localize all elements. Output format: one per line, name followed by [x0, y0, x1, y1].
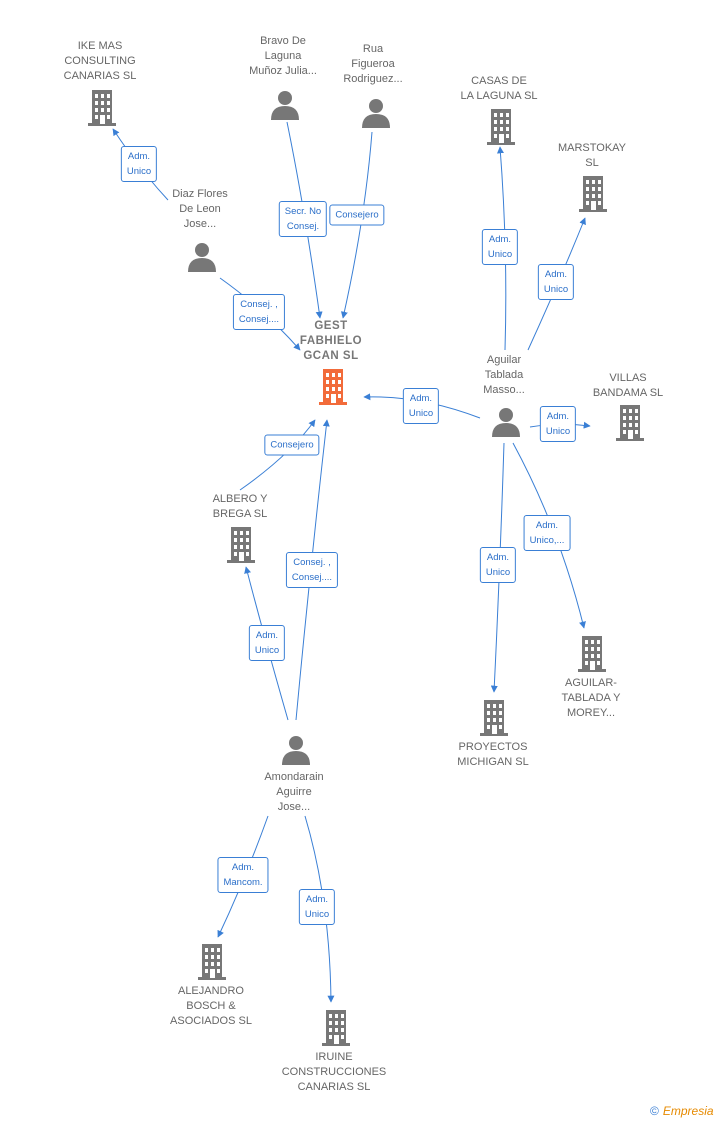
- building-icon: [225, 527, 257, 568]
- company-label-ike[interactable]: IKE MAS CONSULTING CANARIAS SL: [63, 40, 137, 82]
- building-icon: [196, 944, 228, 985]
- company-label-marstokay[interactable]: MARSTOKAY SL: [557, 142, 627, 169]
- copyright-symbol: ©: [650, 1104, 659, 1118]
- company-label-albero[interactable]: ALBERO Y BREGA SL: [212, 493, 268, 520]
- edge-label-aguilar-proyectos: Adm. Unico: [479, 547, 517, 583]
- center-company-label[interactable]: GEST FABHIELO GCAN SL: [299, 320, 363, 362]
- edge-label-aguilar-villas: Adm. Unico: [539, 406, 577, 442]
- person-icon: [187, 242, 217, 277]
- edge-label-albero-center: Consejero: [264, 434, 320, 456]
- building-icon: [576, 636, 608, 677]
- person-label-amondarain[interactable]: Amondarain Aguirre Jose...: [264, 771, 324, 813]
- company-label-casas[interactable]: CASAS DE LA LAGUNA SL: [460, 75, 538, 102]
- company-label-iruine[interactable]: IRUINE CONSTRUCCIONES CANARIAS SL: [281, 1051, 387, 1093]
- company-label-alejandro[interactable]: ALEJANDRO BOSCH & ASOCIADOS SL: [170, 985, 252, 1027]
- building-icon: [86, 90, 118, 131]
- edge-label-aguilar-casas: Adm. Unico: [481, 229, 519, 265]
- center-building-icon[interactable]: [317, 369, 349, 410]
- person-icon: [281, 735, 311, 770]
- edge-label-amon-alejandro: Adm. Mancom.: [217, 857, 269, 893]
- edge-label-amon-center: Consej. , Consej....: [285, 552, 339, 588]
- person-label-aguilar[interactable]: Aguilar Tablada Masso...: [483, 354, 525, 396]
- building-icon: [320, 1010, 352, 1051]
- edge-label-diaz-ike: Adm. Unico: [120, 146, 158, 182]
- edge-label-diaz-center: Consej. , Consej....: [232, 294, 286, 330]
- person-icon: [270, 90, 300, 125]
- building-icon: [614, 405, 646, 446]
- brand-name: Empresia: [662, 1104, 714, 1118]
- edge-label-amon-iruine: Adm. Unico: [298, 889, 336, 925]
- person-label-bravo[interactable]: Bravo De Laguna Muñoz Julia...: [249, 35, 317, 77]
- company-label-aguilar-tablada[interactable]: AGUILAR- TABLADA Y MOREY...: [561, 677, 621, 719]
- edge-label-aguilar-aguilartablada: Adm. Unico,...: [523, 515, 571, 551]
- building-icon: [478, 700, 510, 741]
- person-icon: [491, 407, 521, 442]
- edge-label-bravo-center: Secr. No Consej.: [278, 201, 328, 237]
- person-label-rua[interactable]: Rua Figueroa Rodriguez...: [343, 43, 403, 85]
- edge-label-aguilar-marstokay: Adm. Unico: [537, 264, 575, 300]
- building-icon: [485, 109, 517, 150]
- building-icon: [577, 176, 609, 217]
- person-icon: [361, 98, 391, 133]
- edge-label-aguilar-center: Adm. Unico: [402, 388, 440, 424]
- company-label-proyectos[interactable]: PROYECTOS MICHIGAN SL: [457, 741, 529, 768]
- edge-label-rua-center: Consejero: [329, 204, 385, 226]
- brand-logo: ©Empresia: [650, 1104, 714, 1118]
- person-label-diaz[interactable]: Diaz Flores De Leon Jose...: [172, 188, 228, 230]
- company-label-villas[interactable]: VILLAS BANDAMA SL: [592, 372, 664, 399]
- edge-label-amon-albero: Adm. Unico: [248, 625, 286, 661]
